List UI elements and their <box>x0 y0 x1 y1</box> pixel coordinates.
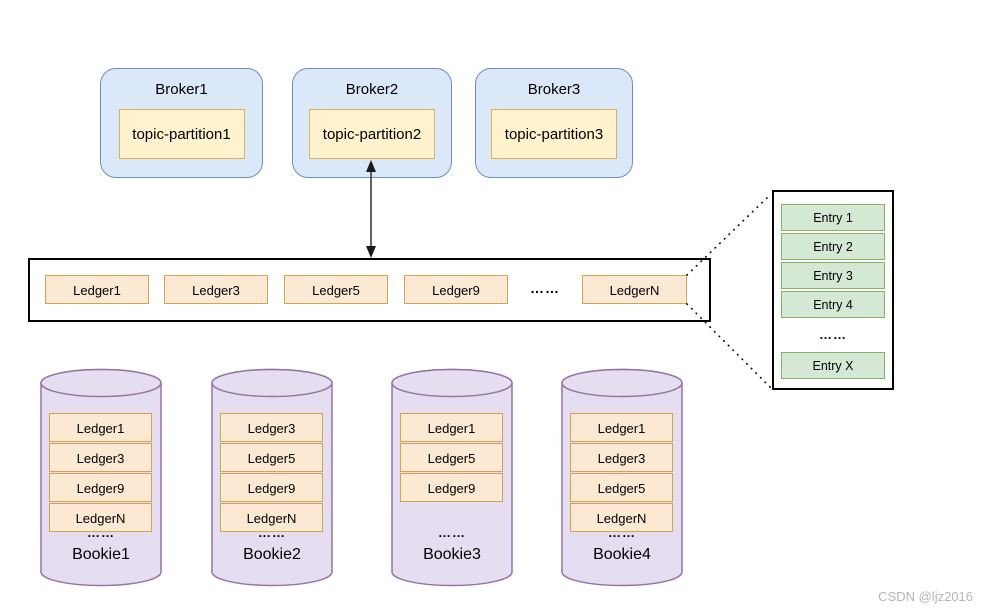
ellipsis-text: …… <box>87 525 115 540</box>
topic-partition3-node: topic-partition3 <box>491 109 617 159</box>
ledger-box: Ledger3 <box>49 443 152 472</box>
ellipsis-text: …… <box>530 280 560 296</box>
ledger-box: Ledger3 <box>570 443 673 472</box>
bookie2-node: Ledger3 Ledger5 Ledger9 LedgerN …… Booki… <box>211 368 333 587</box>
broker2-node: Broker2 topic-partition2 <box>292 68 452 178</box>
broker1-node: Broker1 topic-partition1 <box>100 68 263 178</box>
bookie1-node: Ledger1 Ledger3 Ledger9 LedgerN …… Booki… <box>40 368 162 587</box>
topic-partition2-node: topic-partition2 <box>309 109 435 159</box>
entry-box: Entry 3 <box>781 262 885 289</box>
broker2-label: Broker2 <box>345 81 399 98</box>
ledger-box: Ledger1 <box>400 413 503 442</box>
entry-box-x: Entry X <box>781 352 885 379</box>
bookie4-label: Bookie4 <box>593 546 651 563</box>
ledger-box: Ledger3 <box>164 275 268 304</box>
ellipsis-text: …… <box>819 327 847 342</box>
ledger-box: LedgerN <box>49 503 152 532</box>
bookie2-label: Bookie2 <box>243 546 301 563</box>
broker1-label: Broker1 <box>155 81 208 98</box>
ledger-box-n: LedgerN <box>582 275 687 304</box>
broker3-label: Broker3 <box>527 81 581 98</box>
ledger-strip: Ledger1 Ledger3 Ledger5 Ledger9 …… Ledge… <box>28 258 711 322</box>
bookie1-label: Bookie1 <box>72 546 130 563</box>
ledger-box: LedgerN <box>220 503 323 532</box>
ledger-box: Ledger3 <box>220 413 323 442</box>
ledger-box: LedgerN <box>570 503 673 532</box>
ellipsis-text: …… <box>438 525 466 540</box>
ledger-box: Ledger1 <box>570 413 673 442</box>
bookie3-node: Ledger1 Ledger5 Ledger9 …… Bookie3 <box>391 368 513 587</box>
entry-box: Entry 1 <box>781 204 885 231</box>
ledger-box: Ledger5 <box>400 443 503 472</box>
entry-panel: Entry 1 Entry 2 Entry 3 Entry 4 …… Entry… <box>772 190 894 390</box>
ledger-box: Ledger5 <box>284 275 388 304</box>
ellipsis-text: …… <box>608 525 636 540</box>
ledger-box: Ledger9 <box>220 473 323 502</box>
entry-box: Entry 4 <box>781 291 885 318</box>
ledger-box: Ledger5 <box>220 443 323 472</box>
broker3-node: Broker3 topic-partition3 <box>475 68 633 178</box>
ledger-box: Ledger9 <box>404 275 508 304</box>
watermark-text: CSDN @ljz2016 <box>878 589 973 604</box>
ledger-box: Ledger9 <box>49 473 152 502</box>
ellipsis-text: …… <box>258 525 286 540</box>
ledger-box: Ledger1 <box>49 413 152 442</box>
topic-partition1-node: topic-partition1 <box>118 109 245 159</box>
bookie3-label: Bookie3 <box>423 546 481 563</box>
ledger-box: Ledger9 <box>400 473 503 502</box>
entry-box: Entry 2 <box>781 233 885 260</box>
ledger-box: Ledger5 <box>570 473 673 502</box>
bookie4-node: Ledger1 Ledger3 Ledger5 LedgerN …… Booki… <box>561 368 683 587</box>
ledger-box: Ledger1 <box>45 275 149 304</box>
